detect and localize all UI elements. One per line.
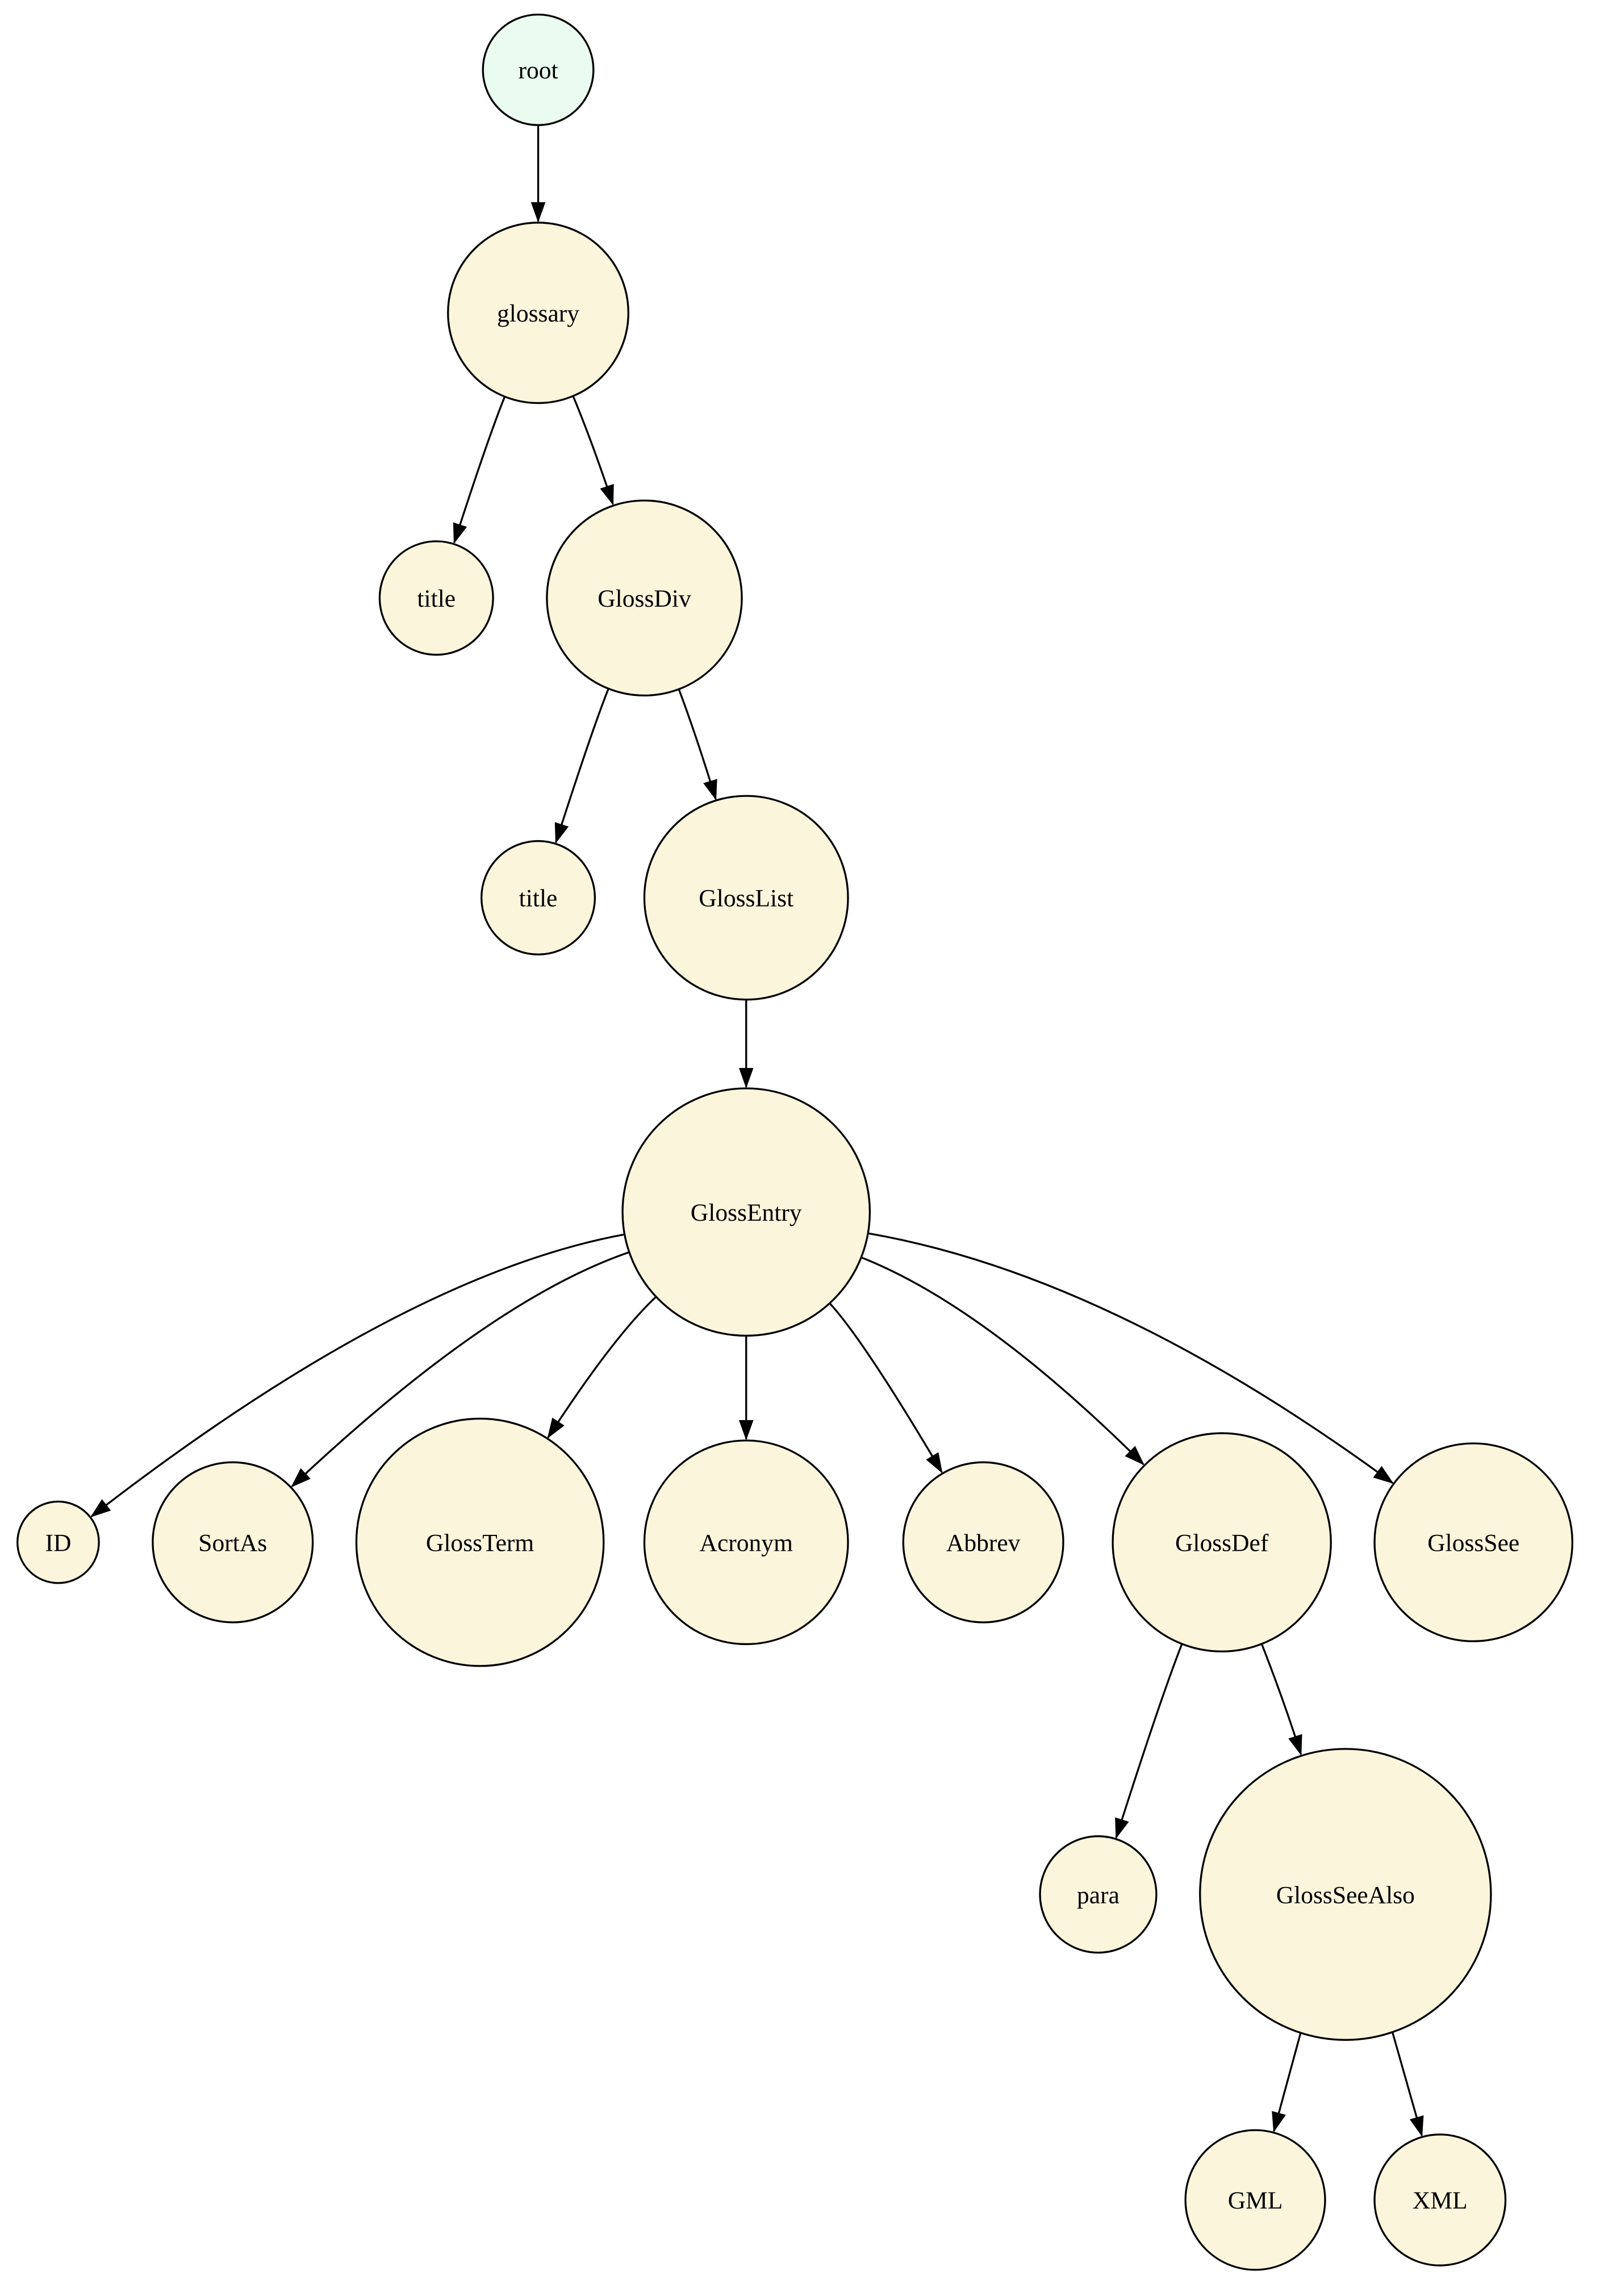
node-label-GlossEntry: GlossEntry [691,1199,802,1226]
node-GlossEntry: GlossEntry [621,1087,871,1337]
node-label-title1: title [417,585,456,612]
node-circle-root [482,13,595,126]
node-circle-GML [1184,2129,1326,2271]
node-XML: XML [1373,2134,1507,2266]
node-label-title2: title [519,885,558,912]
node-label-GlossDef: GlossDef [1175,1529,1269,1556]
node-GlossDef: GlossDef [1112,1432,1332,1652]
edge-GlossSeeAlso-GML [1272,2032,1302,2133]
node-para: para [1039,1835,1158,1954]
node-Acronym: Acronym [643,1439,849,1646]
edge-GlossDef-para [1115,1643,1183,1839]
node-GlossTerm: GlossTerm [355,1417,605,1667]
edge-layer [90,125,1424,2137]
node-root: root [482,13,595,126]
edge-GlossEntry-SortAs [291,1251,630,1488]
node-label-GML: GML [1228,2187,1283,2214]
node-circle-GlossDiv [546,499,743,697]
node-circle-glossary [447,222,629,404]
edge-GlossEntry-ID [90,1233,625,1518]
node-circle-title1 [378,540,494,656]
edge-GlossEntry-GlossTerm [547,1296,657,1439]
node-label-GlossList: GlossList [699,885,793,912]
node-ID: ID [16,1500,100,1584]
node-label-GlossTerm: GlossTerm [426,1529,534,1556]
node-label-GlossDiv: GlossDiv [598,585,691,612]
node-glossary: glossary [447,222,629,404]
node-circle-GlossSeeAlso [1199,1748,1492,2041]
edge-GlossSeeAlso-XML [1391,2031,1424,2137]
node-GlossSeeAlso: GlossSeeAlso [1199,1748,1492,2041]
node-label-XML: XML [1413,2187,1468,2214]
node-label-para: para [1077,1881,1119,1909]
node-GlossSee: GlossSee [1373,1442,1574,1643]
node-SortAs: SortAs [152,1461,314,1623]
node-label-ID: ID [45,1529,71,1556]
node-label-SortAs: SortAs [198,1529,267,1556]
node-circle-para [1039,1835,1158,1954]
node-label-GlossSee: GlossSee [1427,1529,1519,1556]
node-label-glossary: glossary [497,300,579,327]
node-GlossList: GlossList [643,795,849,1001]
edge-GlossEntry-GlossSee [867,1232,1394,1484]
node-GlossDiv: GlossDiv [546,499,743,697]
node-GML: GML [1184,2129,1326,2271]
node-title1: title [378,540,494,656]
edge-glossary-GlossDiv [572,395,614,506]
edge-GlossDef-GlossSeeAlso [1260,1643,1302,1756]
node-label-GlossSeeAlso: GlossSeeAlso [1276,1881,1415,1909]
node-Abbrev: Abbrev [902,1461,1064,1623]
node-circle-ID [16,1500,100,1584]
node-circle-GlossTerm [355,1417,605,1667]
node-label-Acronym: Acronym [700,1529,793,1556]
node-label-Abbrev: Abbrev [946,1529,1021,1556]
node-circle-GlossSee [1373,1442,1574,1643]
edge-GlossEntry-Abbrev [829,1303,943,1473]
node-label-root: root [518,57,558,84]
node-circle-SortAs [152,1461,314,1623]
node-circle-GlossList [643,795,849,1001]
edge-GlossEntry-GlossDef [860,1256,1144,1466]
node-circle-Acronym [643,1439,849,1646]
edge-glossary-title1 [453,396,506,544]
node-circle-Abbrev [902,1461,1064,1623]
node-circle-title2 [480,840,596,955]
node-circle-GlossDef [1112,1432,1332,1652]
edge-GlossDiv-title2 [554,688,609,844]
node-circle-XML [1373,2134,1507,2266]
node-title2: title [480,840,596,955]
edge-GlossDiv-GlossList [678,688,717,801]
node-circle-GlossEntry [621,1087,871,1337]
